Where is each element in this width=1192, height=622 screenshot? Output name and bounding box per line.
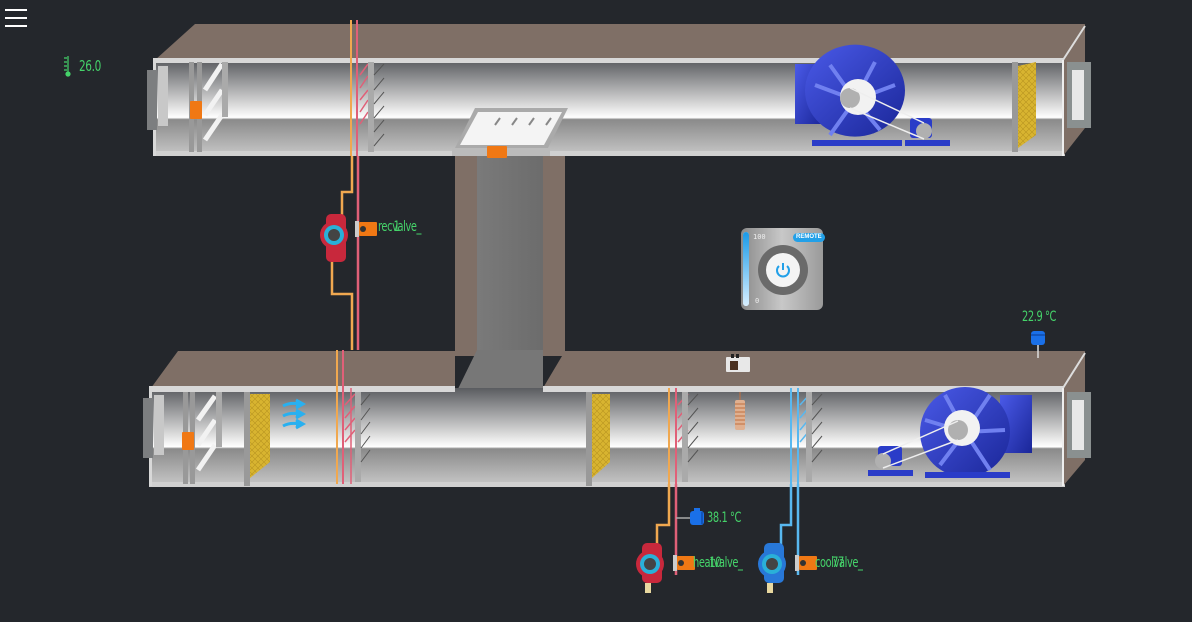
lower-fan xyxy=(868,387,1032,478)
heating-pump[interactable] xyxy=(636,543,664,593)
recovery-valve-value: 1 xyxy=(393,219,400,235)
recovery-pump[interactable] xyxy=(320,214,348,262)
hamburger-menu-icon xyxy=(5,9,27,11)
heating-valve-value: 10 xyxy=(709,555,722,571)
lower-filter-1 xyxy=(244,392,270,486)
power-icon xyxy=(776,263,790,278)
upper-damper-actuator[interactable] xyxy=(190,101,202,119)
recovery-valve-actuator[interactable] xyxy=(355,221,377,237)
lower-recovery-coil xyxy=(336,350,371,484)
outdoor-temp-value: 26.0 xyxy=(79,57,101,75)
mixing-shaft xyxy=(455,156,565,395)
upper-recovery-coil xyxy=(350,20,385,156)
level-bar-fill xyxy=(743,232,749,306)
heating-water-temp-value: 38.1 °C xyxy=(707,510,742,526)
heating-valve-text: heatvalve_ xyxy=(693,555,743,571)
upper-inlet-flange xyxy=(147,70,157,130)
upper-fan xyxy=(795,44,950,146)
menu-line xyxy=(5,17,27,19)
cooling-valve-text: coolvalve_ xyxy=(815,555,863,571)
lower-duct-top-right xyxy=(543,351,1085,388)
remote-badge[interactable]: REMOTE xyxy=(793,233,825,242)
cooling-valve-value: 77 xyxy=(832,555,844,571)
lower-duct-top-left xyxy=(151,351,455,388)
menu-line xyxy=(5,25,27,27)
menu-button[interactable] xyxy=(5,7,27,27)
remote-control-panel[interactable]: 100 0 REMOTE xyxy=(741,228,825,310)
humidity-sensor xyxy=(726,354,750,372)
upper-filter xyxy=(1012,62,1036,152)
heating-water-temp-sensor[interactable] xyxy=(690,508,704,525)
thermometer-icon xyxy=(64,56,71,77)
mixing-damper-actuator[interactable] xyxy=(487,146,507,158)
cooling-valve-actuator[interactable] xyxy=(795,555,817,571)
scale-max-label: 100 xyxy=(753,233,766,241)
lower-filter-2 xyxy=(586,392,610,486)
upper-duct xyxy=(147,24,1091,156)
recovery-piping xyxy=(330,156,360,350)
level-bar xyxy=(743,232,749,306)
supply-air-temp-sensor[interactable] xyxy=(1031,331,1045,358)
upper-duct-top xyxy=(155,24,1085,60)
airflow-arrows-icon xyxy=(282,398,307,430)
power-button[interactable] xyxy=(766,253,800,287)
lower-damper-actuator[interactable] xyxy=(182,432,194,450)
humidifier xyxy=(735,392,745,430)
scale-min-label: 0 xyxy=(755,297,760,305)
heating-valve-actuator[interactable] xyxy=(673,555,695,571)
recovery-valve-text: recvalve_ xyxy=(378,219,422,235)
supply-temp-value: 22.9 °C xyxy=(1022,309,1057,325)
cooling-pump[interactable] xyxy=(758,543,786,593)
lower-inlet-flange xyxy=(143,398,153,458)
